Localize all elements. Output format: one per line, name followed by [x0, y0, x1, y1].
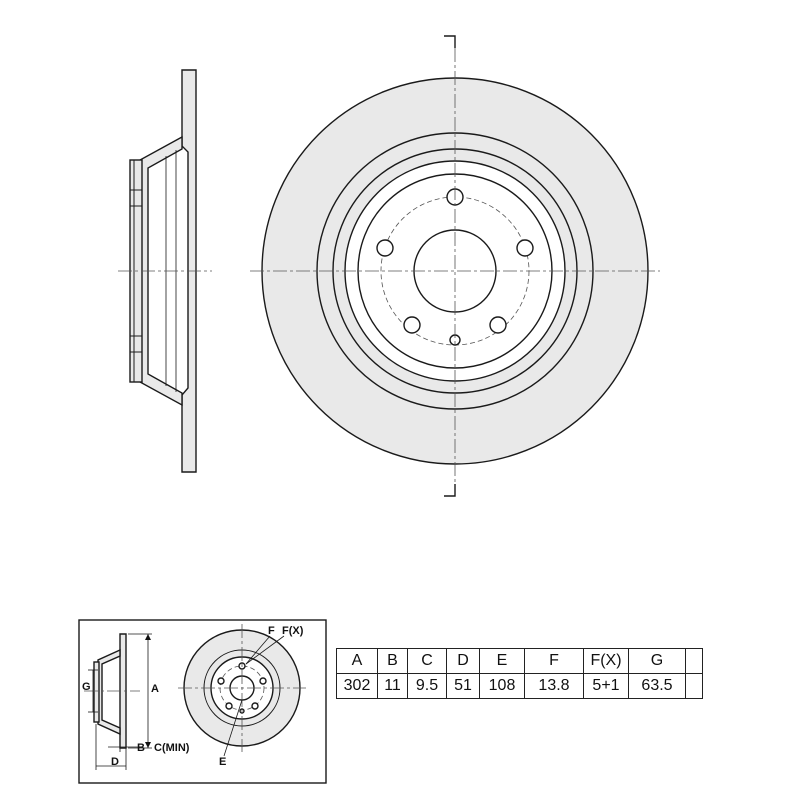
label-c-min: C(MIN): [154, 742, 190, 754]
spec-header-cell: G: [628, 648, 686, 674]
side-profile-view: [118, 69, 212, 473]
friction-ring-inner-circle: [316, 132, 594, 410]
spec-value-cell: 108: [479, 673, 525, 699]
spec-header-cell: [685, 648, 703, 674]
dimension-spec-table: A B C D E F F(X) G 302 11 9.5 51 108 13.…: [336, 648, 703, 699]
spec-value-cell: 63.5: [628, 673, 686, 699]
label-e: E: [219, 756, 226, 768]
label-d: D: [111, 756, 119, 768]
label-a: A: [151, 683, 159, 695]
spec-value-cell: 13.8: [524, 673, 584, 699]
spec-header-cell: F: [524, 648, 584, 674]
label-g: G: [82, 681, 91, 693]
bolt-hole: [403, 316, 421, 334]
spec-header-cell: B: [377, 648, 408, 674]
spec-header-cell: C: [407, 648, 447, 674]
spec-header-cell: F(X): [583, 648, 629, 674]
spec-value-cell: [685, 673, 703, 699]
label-f: F: [268, 625, 275, 637]
label-b: B: [137, 742, 145, 754]
spec-value-cell: 9.5: [407, 673, 447, 699]
spec-value-cell: 11: [377, 673, 408, 699]
label-f-x: F(X): [282, 625, 304, 637]
bolt-hole: [489, 316, 507, 334]
bolt-hole: [376, 239, 394, 257]
spec-value-row: 302 11 9.5 51 108 13.8 5+1 63.5: [336, 673, 703, 699]
front-view: [250, 35, 660, 497]
dimension-legend-drawing: [78, 619, 327, 784]
spec-header-cell: D: [446, 648, 480, 674]
spec-header-row: A B C D E F F(X) G: [336, 648, 703, 674]
legend-frame: [78, 619, 327, 784]
spec-header-cell: A: [336, 648, 378, 674]
spec-value-cell: 51: [446, 673, 480, 699]
spec-value-cell: 5+1: [583, 673, 629, 699]
spec-value-cell: 302: [336, 673, 378, 699]
bolt-hole: [516, 239, 534, 257]
spec-header-cell: E: [479, 648, 525, 674]
